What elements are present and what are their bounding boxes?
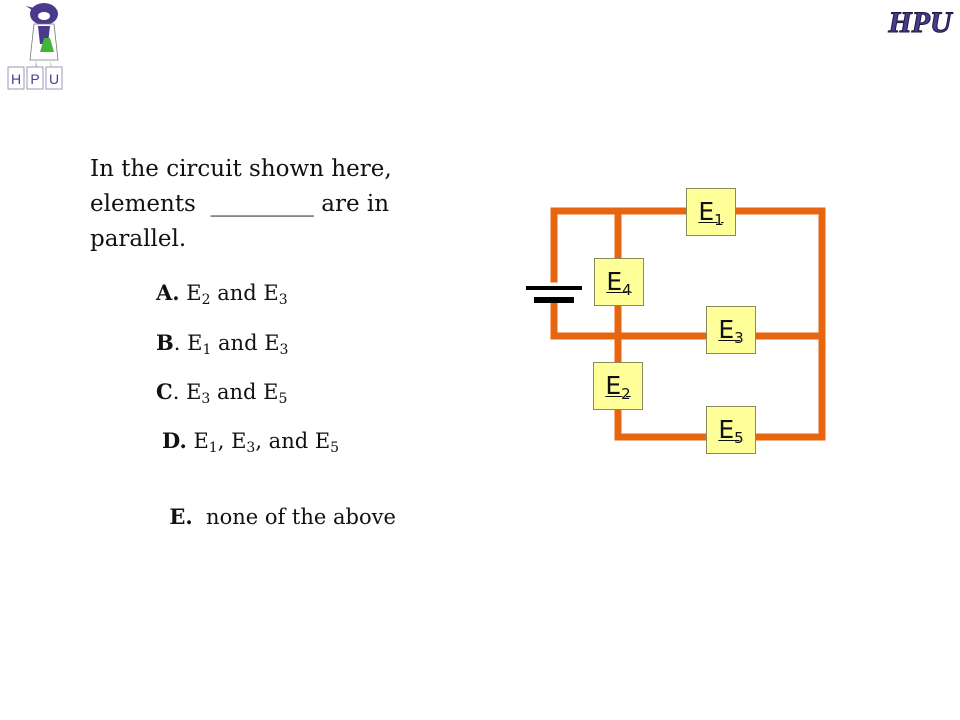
hpu-logo-icon: HPU	[887, 6, 954, 40]
option-b-text: and E	[211, 331, 280, 355]
element-e5-letter: E	[718, 415, 735, 444]
option-e-text: none of the above	[192, 505, 396, 529]
element-e1-letter: E	[698, 197, 715, 226]
element-e3-sub: 3	[734, 329, 744, 347]
option-b-sub: 1	[202, 342, 212, 358]
battery-short-plate	[534, 297, 574, 303]
option-d-sub: 3	[246, 440, 256, 456]
option-d-letter: D.	[162, 428, 187, 453]
option-c-text: and E	[210, 380, 279, 404]
logo-letter-h: H	[11, 71, 21, 87]
element-e5: E5	[706, 406, 756, 454]
option-e-letter: E.	[169, 504, 193, 529]
element-e3-letter: E	[718, 315, 735, 344]
element-e1: E1	[686, 188, 736, 236]
element-e4: E4	[594, 258, 644, 306]
logo-letter-u: U	[49, 71, 59, 87]
battery-long-plate	[526, 286, 582, 290]
option-a[interactable]: A. E2 and E3	[156, 280, 288, 308]
option-b[interactable]: B. E1 and E3	[156, 330, 289, 358]
hpu-mascot-logo: H P U	[4, 0, 66, 96]
option-c-text: . E	[172, 380, 202, 404]
option-e[interactable]: E. none of the above	[156, 480, 396, 529]
option-c[interactable]: C. E3 and E5	[156, 379, 288, 407]
hpu-logo-text: HPU	[887, 6, 953, 39]
option-d-text: E	[186, 429, 209, 453]
question-line-2: elements _________ are in	[90, 191, 390, 217]
option-d-text: , and E	[255, 429, 331, 453]
option-a-text: and E	[210, 281, 279, 305]
option-a-sub: 2	[201, 292, 211, 308]
element-e2: E2	[593, 362, 643, 410]
question-text: In the circuit shown here, elements ____…	[90, 152, 480, 257]
option-c-letter: C	[156, 379, 173, 404]
option-d-text: , E	[217, 429, 247, 453]
question-line-1: In the circuit shown here,	[90, 156, 392, 182]
element-e2-letter: E	[605, 371, 622, 400]
element-e1-sub: 1	[714, 211, 724, 229]
option-a-sub: 3	[278, 292, 288, 308]
element-e2-sub: 2	[621, 385, 631, 403]
option-b-text: . E	[173, 331, 203, 355]
element-e4-sub: 4	[622, 281, 632, 299]
hpu-script-logo: HPU	[884, 0, 956, 44]
option-c-sub: 3	[201, 391, 211, 407]
question-line-3: parallel.	[90, 226, 187, 252]
option-a-letter: A.	[156, 280, 180, 305]
option-b-letter: B	[156, 330, 174, 355]
mascot-icon: H P U	[7, 3, 63, 90]
battery-icon	[526, 286, 582, 303]
option-b-sub: 3	[279, 342, 289, 358]
option-d-sub: 5	[330, 440, 340, 456]
option-c-sub: 5	[278, 391, 288, 407]
option-d[interactable]: D. E1, E3, and E5	[162, 428, 340, 456]
option-d-sub: 1	[208, 440, 218, 456]
element-e3: E3	[706, 306, 756, 354]
option-a-text: E	[179, 281, 202, 305]
logo-letter-p: P	[30, 71, 39, 87]
element-e5-sub: 5	[734, 429, 744, 447]
element-e4-letter: E	[606, 267, 623, 296]
